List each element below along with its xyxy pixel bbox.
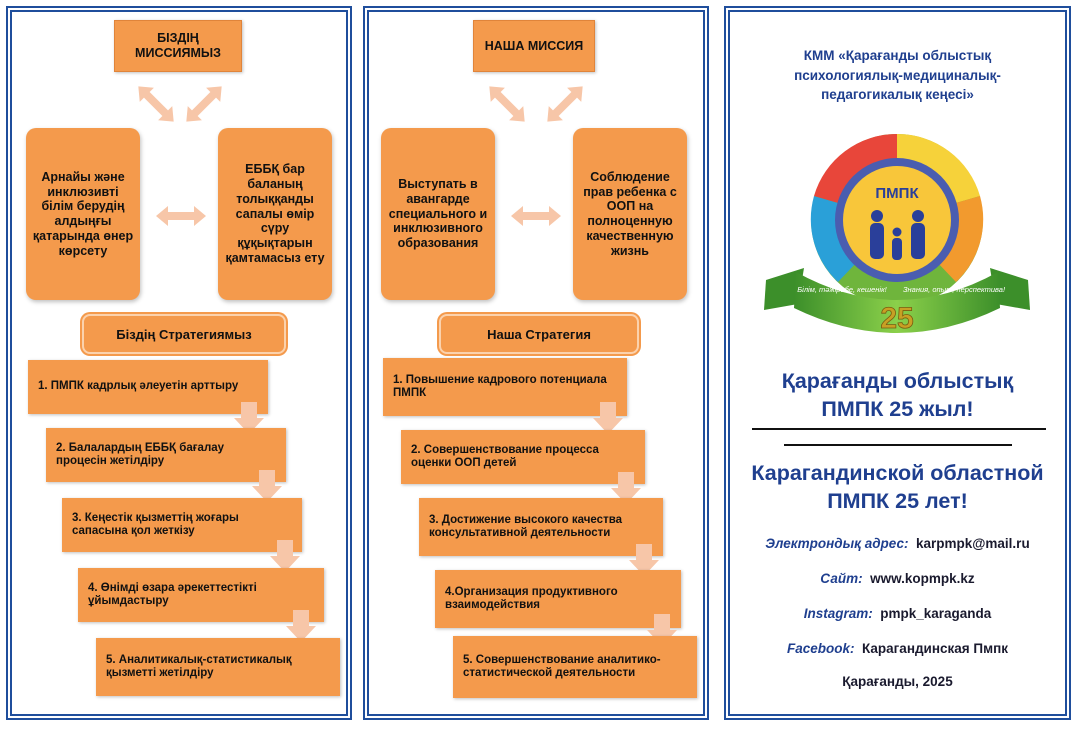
strategy-step-3: 3. Достижение высокого качества консульт… (419, 498, 663, 556)
strategy-step-5: 5. Аналитикалық-статистикалық қызметті ж… (96, 638, 340, 696)
arrow-up-left-icon (136, 84, 176, 124)
strategy-step-4: 4.Организация продуктивного взаимодейств… (435, 570, 681, 628)
russian-mission-panel: НАША МИССИЯ Выступать в авангарде специа… (363, 6, 709, 720)
title-kazakh: Қарағанды облыстық ПМПК 25 жыл! (781, 369, 1014, 421)
mission-box: НАША МИССИЯ (473, 20, 595, 72)
strategy-step-5: 5. Совершенствование аналитико-статистич… (453, 636, 697, 698)
facebook-label: Facebook: (786, 641, 855, 656)
strategy-heading: Біздің Стратегиямыз (82, 314, 286, 354)
site-value[interactable]: www.kopmpk.kz (870, 571, 975, 586)
mission-box: БІЗДІҢ МИССИЯМЫЗ (114, 20, 242, 72)
strategy-step-1: 1. Повышение кадрового потенциала ПМПК (383, 358, 627, 416)
facebook-line: Facebook: Карагандинская Пмпк (726, 641, 1069, 656)
mission-right-box: ЕББҚ бар баланың толыққанды сапалы өмір … (218, 128, 332, 300)
ribbon-left-text: Білім, тәжірибе, кешенік! (797, 285, 887, 294)
email-label: Электрондық адрес: (765, 536, 909, 551)
arrow-up-right-icon (545, 84, 585, 124)
site-line: Сайт: www.kopmpk.kz (726, 571, 1069, 586)
footer-city-year: Қарағанды, 2025 (842, 674, 953, 689)
divider (752, 428, 1046, 430)
instagram-line: Instagram: pmpk_karaganda (726, 606, 1069, 621)
instagram-label: Instagram: (803, 606, 873, 621)
email-line: Электрондық адрес: karpmpk@mail.ru (726, 536, 1069, 551)
ribbon-right-text: Знания, опыт, перспектива! (903, 285, 1006, 294)
double-arrow-icon (156, 206, 206, 226)
strategy-heading: Наша Стратегия (439, 314, 639, 354)
strategy-step-1: 1. ПМПК кадрлық әлеуетін арттыру (28, 360, 268, 414)
strategy-step-2: 2. Совершенствование процесса оценки ООП… (401, 430, 645, 484)
mission-left-box: Выступать в авангарде специального и инк… (381, 128, 495, 300)
arrow-up-right-icon (184, 84, 224, 124)
site-label: Сайт: (820, 571, 863, 586)
title-russian: Карагандинской областной ПМПК 25 лет! (751, 461, 1044, 513)
instagram-value[interactable]: pmpk_karaganda (880, 606, 992, 621)
email-value[interactable]: karpmpk@mail.ru (915, 536, 1030, 551)
divider (784, 444, 1012, 446)
kazakh-mission-panel: БІЗДІҢ МИССИЯМЫЗ Арнайы және инклюзивті … (6, 6, 352, 720)
organization-name: КММ «Қарағанды облыстық психологиялық-ме… (794, 48, 1001, 103)
facebook-value[interactable]: Карагандинская Пмпк (862, 641, 1008, 656)
info-panel: КММ «Қарағанды облыстық психологиялық-ме… (724, 6, 1071, 720)
strategy-step-2: 2. Балалардың ЕББҚ бағалау процесін жеті… (46, 428, 286, 482)
strategy-step-3: 3. Кеңестік қызметтің жоғары сапасына қо… (62, 498, 302, 552)
mission-left-box: Арнайы және инклюзивті білім берудің алд… (26, 128, 140, 300)
arrow-up-left-icon (487, 84, 527, 124)
double-arrow-icon (511, 206, 561, 226)
strategy-step-4: 4. Өнімді өзара әрекеттестікті ұйымдасты… (78, 568, 324, 622)
mission-right-box: Соблюдение прав ребенка с ООП на полноце… (573, 128, 687, 300)
pmpk-25-logo: ПМПК Білім, тәжірибе, кешенік! Знания, о… (764, 133, 1030, 335)
logo-center-text: ПМПК (875, 185, 919, 202)
logo-number: 25 (880, 302, 913, 335)
